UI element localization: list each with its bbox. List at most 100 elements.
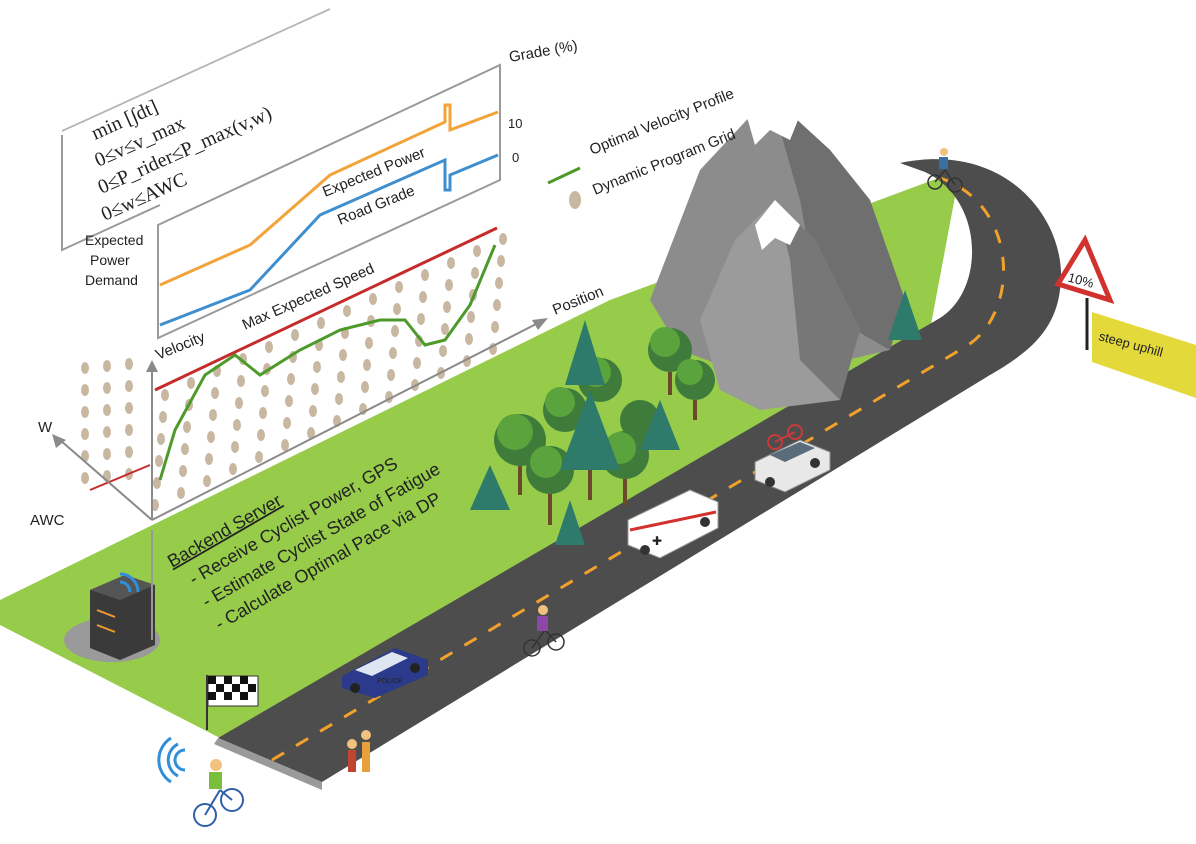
grid-dot [311, 383, 319, 395]
grid-dot [259, 407, 267, 419]
grid-dot [499, 233, 507, 245]
spectators [347, 730, 371, 772]
wifi-icon [157, 736, 186, 784]
grid-dot [81, 428, 89, 440]
grid-dot [207, 431, 215, 443]
grid-dot [443, 301, 451, 313]
grid-dot [491, 321, 499, 333]
grid-dot [307, 427, 315, 439]
w-axis-label: W [38, 419, 53, 436]
grid-dot [125, 402, 133, 414]
grid-dot [237, 375, 245, 387]
ambulance: ✚ [627, 489, 719, 559]
grid-dot [395, 281, 403, 293]
grid-dot [103, 360, 111, 372]
grid-dot [471, 267, 479, 279]
grid-dot [417, 313, 425, 325]
grid-dot [387, 369, 395, 381]
grid-dot [337, 371, 345, 383]
forest [470, 290, 922, 545]
grid-dot [265, 341, 273, 353]
grid-dot [445, 279, 453, 291]
grid-dot [125, 358, 133, 370]
cyclist-middle [523, 605, 565, 657]
road-center-line [271, 176, 1006, 762]
backend-server [64, 530, 160, 662]
grid-dot [81, 384, 89, 396]
grid-dot [157, 433, 165, 445]
grid-dot [209, 409, 217, 421]
grid-dot [153, 477, 161, 489]
grid-dot [261, 385, 269, 397]
grid-dot [81, 472, 89, 484]
grid-dot [313, 361, 321, 373]
cyclist-bottom [193, 759, 244, 827]
grid-dot [233, 419, 241, 431]
grid-dot [361, 381, 369, 393]
grid-dot [441, 323, 449, 335]
grade-tick-10: 10 [508, 116, 522, 131]
legend-velocity-swatch [547, 166, 581, 185]
car-with-bikes [754, 424, 831, 493]
grid-dot [339, 349, 347, 361]
grid-dot [283, 417, 291, 429]
grade-axis-title: Grade (%) [508, 37, 579, 66]
grid-dot [393, 303, 401, 315]
power-grade-panel: Expected Power Road Grade Expected Power… [85, 37, 579, 340]
power-y-label-2: Power [90, 252, 130, 268]
grid-dot [473, 245, 481, 257]
grid-dot [159, 411, 167, 423]
power-y-label-1: Expected [85, 232, 143, 248]
grid-dot [317, 317, 325, 329]
server-wifi-icon [119, 572, 140, 593]
grid-dot [179, 465, 187, 477]
grid-dot [125, 380, 133, 392]
grid-dot [365, 337, 373, 349]
checkered-flag [206, 675, 259, 730]
grid-dot [493, 299, 501, 311]
grid-dot [205, 453, 213, 465]
grid-dot [389, 347, 397, 359]
grid-dot [177, 487, 185, 499]
road [214, 159, 1062, 790]
grid-dot [421, 269, 429, 281]
cyclist-top [927, 148, 963, 193]
grid-dot [419, 291, 427, 303]
grid-dot [229, 463, 237, 475]
grid-dot [447, 257, 455, 269]
optimal-velocity-line [158, 244, 497, 481]
road-grade-line [159, 153, 499, 327]
grid-dot [281, 439, 289, 451]
grid-dot [203, 475, 211, 487]
grid-dot [291, 329, 299, 341]
grade-tick-0: 0 [512, 150, 519, 165]
legend-grid-swatch [569, 191, 581, 209]
power-y-label-3: Demand [85, 272, 138, 288]
grid-dot [369, 293, 377, 305]
grid-dot [81, 406, 89, 418]
grid-dot [181, 443, 189, 455]
police-text: POLICE [377, 678, 403, 685]
grid-dot [103, 448, 111, 460]
awc-label: AWC [30, 512, 65, 529]
grid-dot [155, 455, 163, 467]
grade-warning-sign: 10% steep uphill [1054, 234, 1196, 398]
grid-dot [103, 426, 111, 438]
grid-dot [287, 373, 295, 385]
grid-dot [285, 395, 293, 407]
grid-dot [335, 393, 343, 405]
grid-dot [257, 429, 265, 441]
grid-dot [103, 382, 111, 394]
grid-dot [183, 421, 191, 433]
max-expected-speed-line [154, 226, 498, 392]
mountains [650, 85, 905, 410]
grid-dot [255, 451, 263, 463]
grid-dot [497, 255, 505, 267]
grid-dot [125, 424, 133, 436]
grid-dot [363, 359, 371, 371]
dp-grid [81, 233, 507, 511]
grid-dot [103, 404, 111, 416]
grid-dot [391, 325, 399, 337]
grid-dot [495, 277, 503, 289]
